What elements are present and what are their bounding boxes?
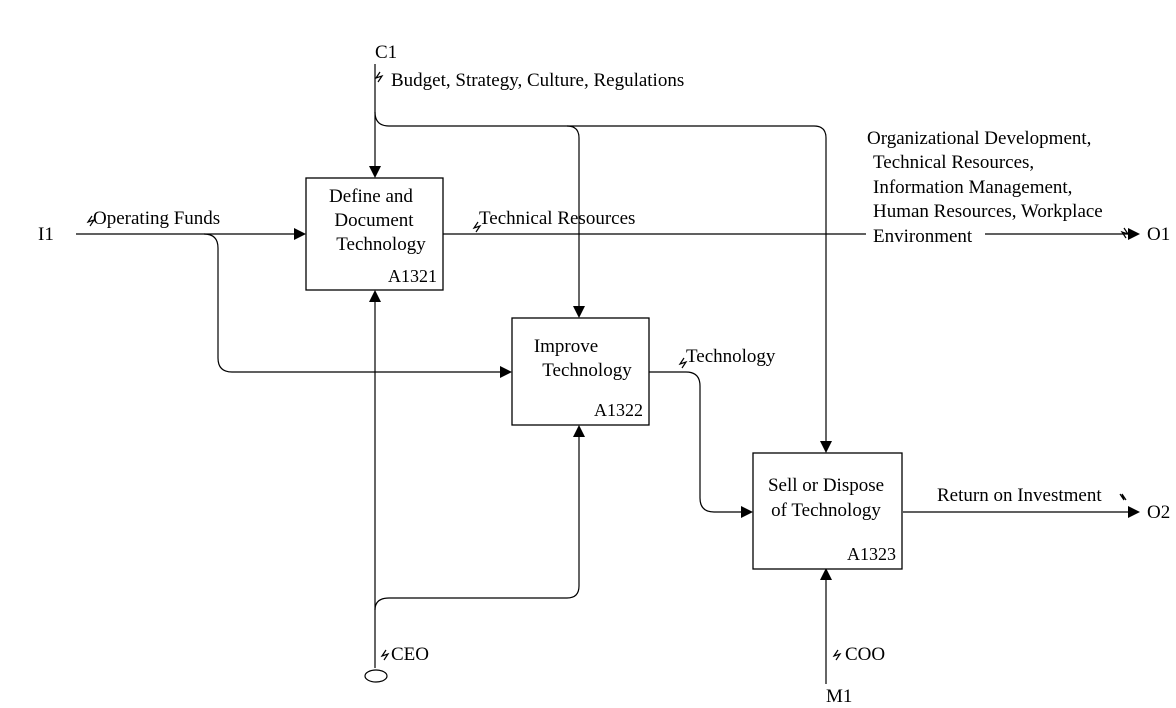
- arrowhead-coo-a1323: [820, 568, 832, 580]
- activity-a1321[interactable]: Define and Document Technology A1321: [305, 177, 444, 291]
- activity-title-line: of Technology: [771, 500, 881, 521]
- squiggle-technical: [472, 221, 482, 233]
- output2-label: Return on Investment: [937, 485, 1102, 506]
- arrowhead-ceo-a1322: [573, 425, 585, 437]
- arrowhead-ceo-a1321: [369, 290, 381, 302]
- activity-title-line: Sell or Dispose: [768, 475, 884, 496]
- activity-number: A1322: [594, 400, 643, 420]
- arrowhead-control-a1322: [573, 306, 585, 318]
- arrowhead-output1: [1128, 228, 1140, 240]
- arrowhead-technology-a1323: [741, 506, 753, 518]
- control-label: Budget, Strategy, Culture, Regulations: [391, 70, 684, 91]
- technical-resources-label: Technical Resources: [479, 208, 635, 229]
- arrowhead-control-a1321: [369, 166, 381, 178]
- input-label: Operating Funds: [93, 208, 220, 229]
- activity-number: A1323: [847, 544, 896, 564]
- squiggle-input: [86, 215, 96, 227]
- activity-number: A1321: [388, 266, 437, 286]
- activity-title-line: Improve: [534, 336, 598, 357]
- arrowhead-output2: [1128, 506, 1140, 518]
- squiggle-coo: [832, 649, 842, 661]
- activity-title-line: Technology: [336, 234, 426, 255]
- boundary-o1: O1: [1147, 224, 1170, 245]
- activity-box: [511, 317, 650, 426]
- arrowhead-input-a1322: [500, 366, 512, 378]
- squiggle-o1: [1120, 227, 1130, 239]
- squiggle-control: [374, 71, 384, 83]
- arrowhead-input-a1321: [294, 228, 306, 240]
- squiggle-ceo: [380, 649, 390, 661]
- activity-title-line: Technology: [542, 360, 632, 381]
- boundary-i1: I1: [38, 224, 54, 245]
- boundary-o2: O2: [1147, 502, 1170, 523]
- squiggle-roi: [1119, 493, 1127, 501]
- squiggle-technology: [678, 357, 688, 369]
- activity-title-line: Document: [334, 210, 414, 231]
- activity-title-line: Define and: [329, 186, 413, 207]
- output1-label-line: Organizational Development,: [867, 128, 1091, 149]
- technology-label: Technology: [686, 346, 776, 367]
- output1-label-line: Information Management,: [873, 177, 1072, 198]
- input-branch: [203, 233, 503, 373]
- output1-label-line: Technical Resources,: [873, 152, 1034, 173]
- ceo-mechanism-branch: [374, 436, 580, 611]
- tunnel-icon: [364, 669, 388, 683]
- ceo-label: CEO: [391, 644, 429, 665]
- coo-label: COO: [845, 644, 885, 665]
- output1-label-line: Environment: [873, 226, 973, 247]
- boundary-m1: M1: [826, 686, 852, 707]
- control-branch-a1323: [567, 125, 827, 443]
- arrowhead-control-a1323: [820, 441, 832, 453]
- activity-a1323[interactable]: Sell or Dispose of Technology A1323: [752, 452, 903, 570]
- activity-box: [752, 452, 903, 570]
- output1-label-line: Human Resources, Workplace: [873, 201, 1103, 222]
- activity-a1322[interactable]: Improve Technology A1322: [511, 317, 650, 426]
- technology-line: [649, 371, 743, 513]
- activity-box: [305, 177, 444, 291]
- boundary-c1: C1: [375, 42, 397, 63]
